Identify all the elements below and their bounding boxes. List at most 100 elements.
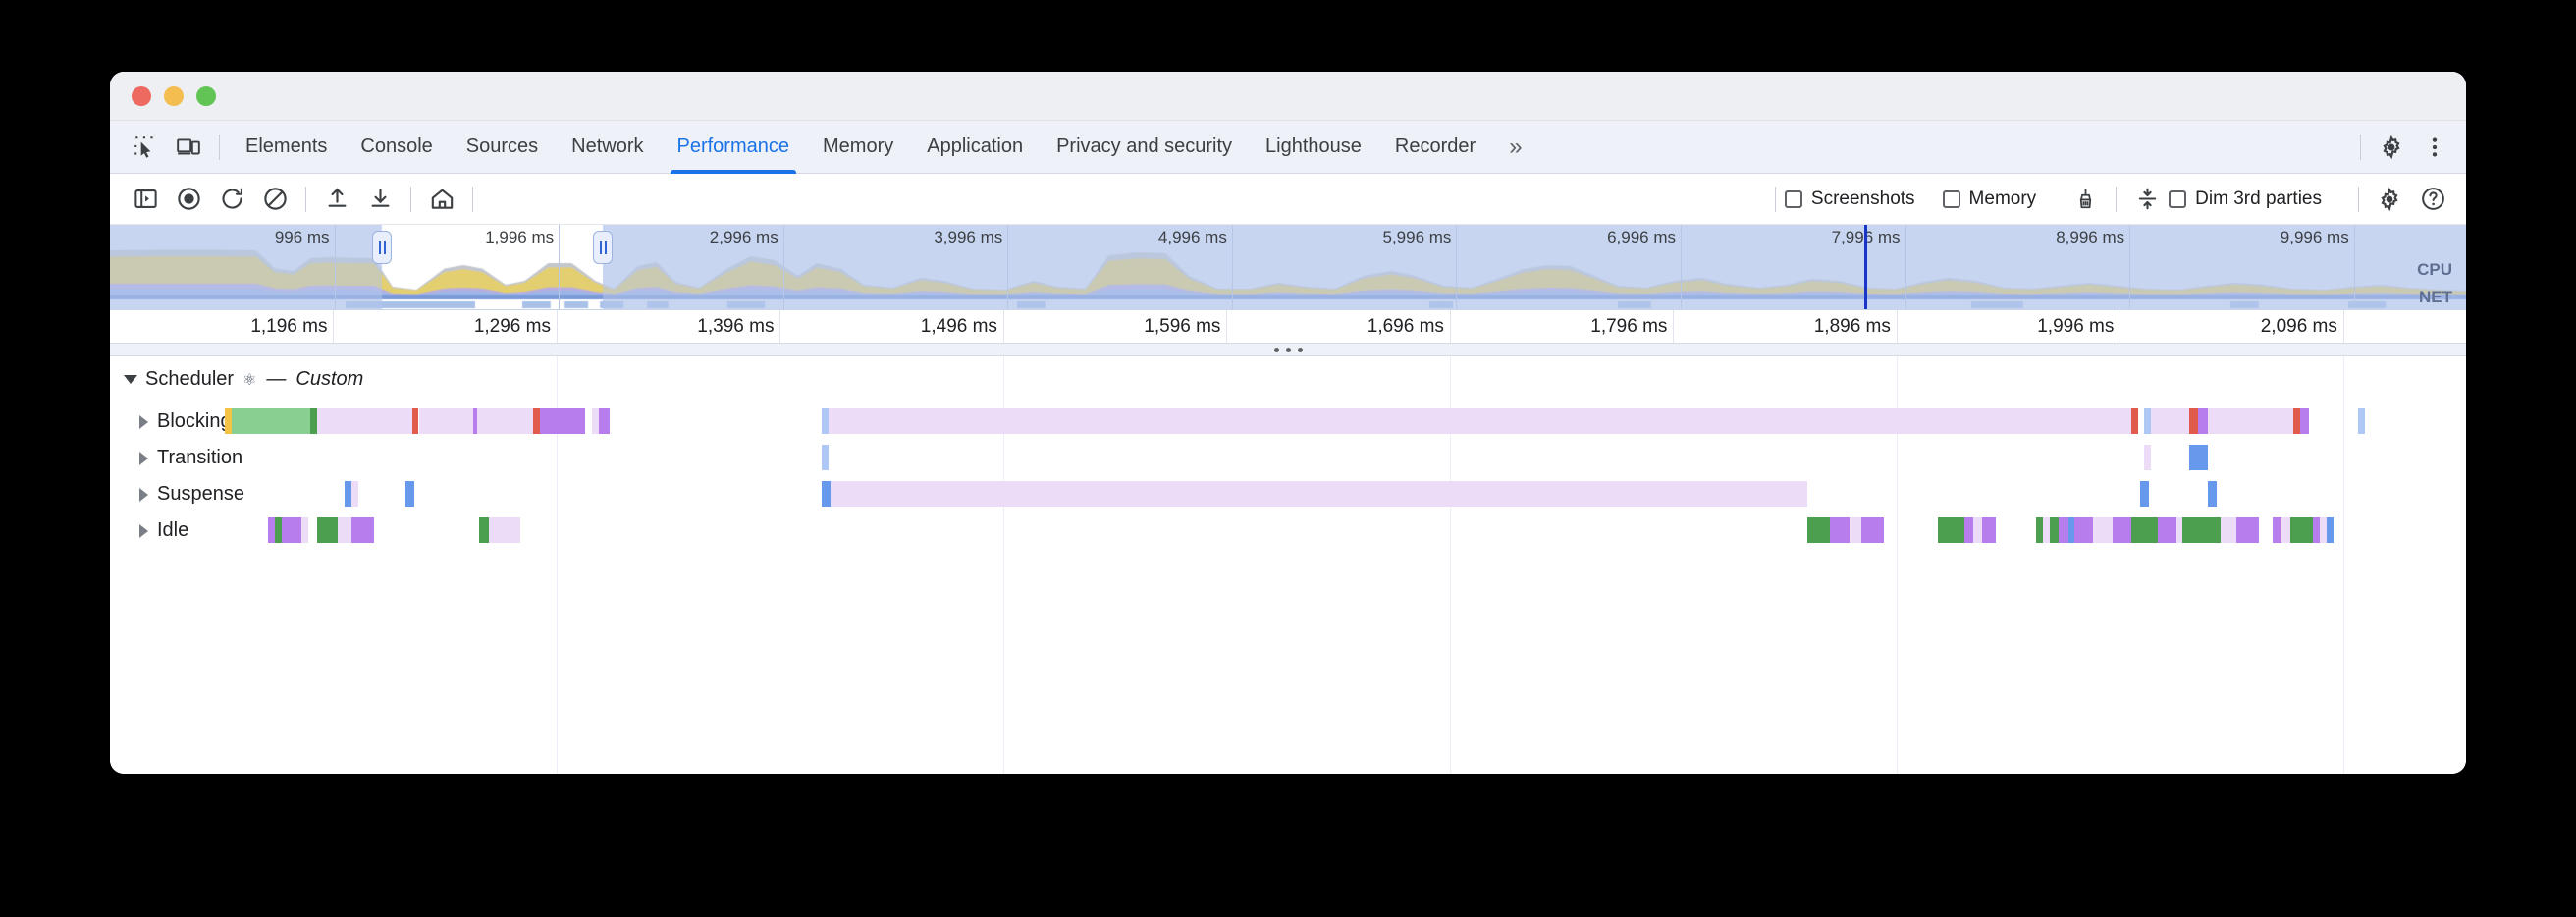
flame-event-bar[interactable]: [828, 408, 2131, 434]
flame-event-bar[interactable]: [1860, 517, 1884, 543]
flame-event-bar[interactable]: [1829, 517, 1851, 543]
flame-event-bar[interactable]: [2175, 517, 2183, 543]
record-icon[interactable]: [167, 182, 210, 217]
flame-event-bar[interactable]: [1964, 517, 1974, 543]
flame-event-bar[interactable]: [2236, 517, 2260, 543]
maximize-window-button[interactable]: [196, 85, 216, 106]
memory-checkbox-box[interactable]: [1942, 189, 1960, 208]
flame-event-bar[interactable]: [2151, 408, 2190, 434]
tab-performance[interactable]: Performance: [661, 121, 807, 174]
flame-event-bar[interactable]: [472, 408, 478, 434]
minimize-window-button[interactable]: [164, 85, 184, 106]
flame-event-bar[interactable]: [2320, 517, 2328, 543]
overview-dimmed-right[interactable]: [603, 225, 2466, 309]
inspect-element-icon[interactable]: [124, 129, 167, 166]
flame-event-bar[interactable]: [2273, 517, 2282, 543]
flame-event-bar[interactable]: [1937, 517, 1965, 543]
track-name-suspense[interactable]: Suspense: [139, 483, 244, 506]
flame-event-bar[interactable]: [2130, 517, 2159, 543]
panel-resizer-handle[interactable]: [110, 343, 2466, 356]
flame-event-bar[interactable]: [337, 517, 351, 543]
flame-event-bar[interactable]: [310, 408, 318, 434]
overview-window-right-handle[interactable]: [593, 231, 614, 264]
flame-event-bar[interactable]: [2292, 408, 2300, 434]
flame-event-bar[interactable]: [2158, 517, 2176, 543]
clear-icon[interactable]: [253, 182, 296, 217]
screenshots-checkbox-box[interactable]: [1784, 189, 1802, 208]
flame-event-bar[interactable]: [225, 408, 233, 434]
screenshots-checkbox[interactable]: Screenshots: [1784, 189, 1935, 210]
chevron-down-icon[interactable]: [124, 375, 137, 384]
toggle-sidebar-icon[interactable]: [124, 182, 167, 217]
more-options-kebab-icon[interactable]: [2413, 129, 2456, 166]
flame-event-bar[interactable]: [2130, 408, 2138, 434]
flame-event-bar[interactable]: [2299, 408, 2309, 434]
flame-event-bar[interactable]: [317, 408, 412, 434]
flame-event-bar[interactable]: [418, 408, 473, 434]
chevron-right-icon[interactable]: [139, 451, 148, 465]
flame-event-bar[interactable]: [267, 517, 275, 543]
flame-event-bar[interactable]: [2182, 517, 2222, 543]
flame-event-bar[interactable]: [1850, 517, 1861, 543]
track-row[interactable]: Transition: [110, 440, 2466, 477]
flame-event-bar[interactable]: [404, 481, 414, 507]
capture-settings-gear-icon[interactable]: [2368, 182, 2411, 217]
track-name-idle[interactable]: Idle: [139, 519, 188, 542]
tab-privacy-and-security[interactable]: Privacy and security: [1040, 121, 1249, 174]
device-toolbar-icon[interactable]: [167, 129, 210, 166]
flame-event-bar[interactable]: [533, 408, 541, 434]
flame-event-bar[interactable]: [1806, 517, 1830, 543]
flame-event-bar[interactable]: [344, 481, 351, 507]
chevron-right-icon[interactable]: [139, 414, 148, 429]
settings-gear-icon[interactable]: [2370, 129, 2413, 166]
flame-event-bar[interactable]: [1973, 517, 1983, 543]
tab-lighthouse[interactable]: Lighthouse: [1249, 121, 1378, 174]
flame-event-bar[interactable]: [598, 408, 611, 434]
flame-event-bar[interactable]: [2074, 517, 2093, 543]
flame-event-bar[interactable]: [274, 517, 282, 543]
flame-event-bar[interactable]: [2036, 517, 2044, 543]
flame-event-bar[interactable]: [540, 408, 545, 434]
flame-event-bar[interactable]: [1982, 517, 1997, 543]
flame-event-bar[interactable]: [2043, 517, 2051, 543]
track-row[interactable]: Blocking: [110, 404, 2466, 441]
help-icon[interactable]: [2411, 182, 2454, 217]
tab-application[interactable]: Application: [910, 121, 1040, 174]
flame-event-bar[interactable]: [830, 481, 1807, 507]
flame-event-bar[interactable]: [232, 408, 311, 434]
tab-elements[interactable]: Elements: [229, 121, 344, 174]
flame-event-bar[interactable]: [2067, 517, 2075, 543]
download-profile-icon[interactable]: [358, 182, 402, 217]
overview-window-left-handle[interactable]: [372, 231, 393, 264]
dim-3rd-parties-checkbox-box[interactable]: [2169, 189, 2187, 208]
dim-3rd-parties-checkbox[interactable]: Dim 3rd parties: [2169, 189, 2341, 210]
overview-dimmed-left[interactable]: [110, 225, 383, 309]
chevron-right-icon[interactable]: [139, 487, 148, 502]
flame-event-bar[interactable]: [317, 517, 338, 543]
flame-event-bar[interactable]: [477, 408, 534, 434]
close-window-button[interactable]: [132, 85, 151, 106]
flame-event-bar[interactable]: [821, 408, 829, 434]
track-name-transition[interactable]: Transition: [139, 447, 242, 469]
flame-event-bar[interactable]: [488, 517, 520, 543]
flame-event-bar[interactable]: [479, 517, 489, 543]
tab-recorder[interactable]: Recorder: [1378, 121, 1492, 174]
flame-event-bar[interactable]: [2189, 408, 2199, 434]
reload-and-record-icon[interactable]: [210, 182, 253, 217]
memory-checkbox[interactable]: Memory: [1942, 189, 2057, 210]
upload-profile-icon[interactable]: [315, 182, 358, 217]
flame-event-bar[interactable]: [2290, 517, 2314, 543]
tab-memory[interactable]: Memory: [806, 121, 910, 174]
flame-event-bar[interactable]: [281, 517, 302, 543]
chevron-right-icon[interactable]: [139, 523, 148, 538]
home-icon[interactable]: [420, 182, 463, 217]
flame-event-bar[interactable]: [821, 481, 831, 507]
flame-event-bar[interactable]: [2327, 517, 2334, 543]
flame-event-bar[interactable]: [591, 408, 599, 434]
collect-garbage-brush-icon[interactable]: [2064, 182, 2107, 217]
flame-event-bar[interactable]: [2358, 408, 2366, 434]
flame-event-bar[interactable]: [301, 517, 309, 543]
